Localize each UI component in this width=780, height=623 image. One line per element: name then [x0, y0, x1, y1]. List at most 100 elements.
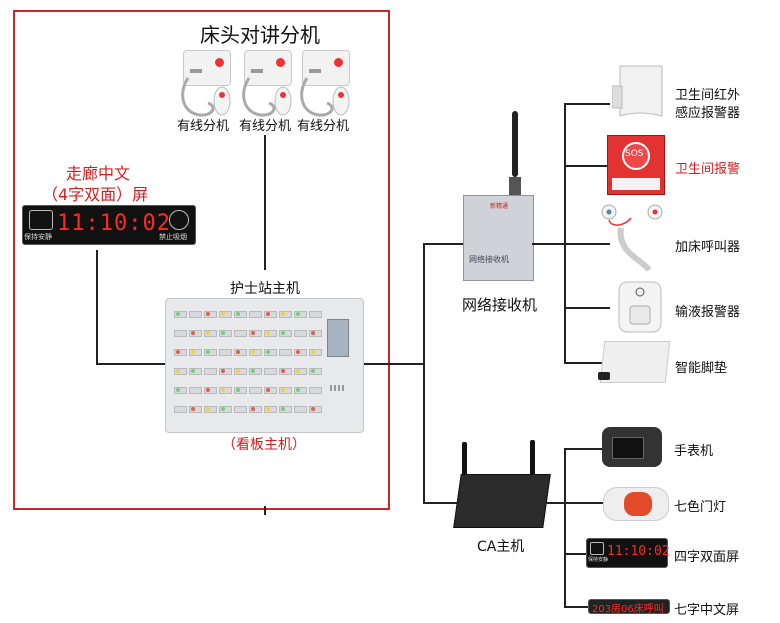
- ca-host-label: CA主机: [477, 539, 525, 555]
- station-key: [294, 368, 307, 375]
- station-key: [249, 349, 262, 356]
- station-key: [249, 311, 262, 318]
- toilet-alarm-device[interactable]: SOS: [607, 135, 665, 195]
- station-key: [294, 349, 307, 356]
- infusion-alarm-icon[interactable]: [617, 280, 663, 334]
- station-key: [219, 330, 232, 337]
- station-key: [309, 368, 322, 375]
- connector-main-trunk: [423, 243, 425, 503]
- station-key: [279, 406, 292, 413]
- infusion-alarm-label: 输液报警器: [675, 305, 741, 320]
- station-key: [204, 387, 217, 394]
- station-key: [309, 387, 322, 394]
- station-key: [294, 311, 307, 318]
- station-key: [234, 368, 247, 375]
- station-key: [189, 406, 202, 413]
- seven-char-screen[interactable]: 203房06床呼叫: [588, 599, 670, 615]
- watch-screen: [612, 437, 644, 459]
- connector-to-receiver: [423, 243, 463, 245]
- wired-extension-label-2: 有线分机: [239, 119, 292, 134]
- connector-extension-station: [264, 135, 266, 270]
- connector-frame-tick: [264, 506, 266, 515]
- branch-seven-char: [564, 606, 588, 608]
- four-char-screen[interactable]: 保持安静 11:10:02: [586, 538, 670, 568]
- toilet-alarm-label: 卫生间报警: [675, 162, 741, 177]
- lamp-light: [624, 492, 652, 516]
- station-key: [189, 349, 202, 356]
- station-key: [219, 349, 232, 356]
- branch-mat: [564, 362, 610, 364]
- smart-mat-label: 智能脚垫: [675, 361, 728, 376]
- branch-toilet-alarm: [564, 165, 610, 167]
- connector-receiver-bus: [564, 103, 566, 363]
- connector-to-ca: [423, 502, 458, 504]
- connector-corridor-horizontal: [96, 363, 166, 365]
- wired-panel-icon: [183, 50, 231, 86]
- seven-color-lamp-label: 七色门灯: [674, 500, 727, 515]
- station-key: [189, 330, 202, 337]
- bedside-intercom-title: 床头对讲分机: [200, 23, 320, 47]
- station-key: [234, 330, 247, 337]
- seven-char-text: 203房06床呼叫: [592, 604, 664, 615]
- branch-infusion: [564, 307, 610, 309]
- station-key: [279, 349, 292, 356]
- station-key: [174, 406, 187, 413]
- infrared-sensor-icon[interactable]: [612, 62, 664, 126]
- station-key: [204, 311, 217, 318]
- station-key: [264, 368, 277, 375]
- station-lcd: [327, 319, 349, 357]
- network-receiver-label: 网络接收机: [462, 296, 538, 314]
- bedside-zone-frame: [13, 10, 390, 510]
- station-key: [204, 349, 217, 356]
- seven-color-lamp-device[interactable]: [603, 487, 669, 521]
- station-key: [189, 311, 202, 318]
- receiver-brand: 新精通: [490, 203, 509, 210]
- station-key: [309, 349, 322, 356]
- station-key: [219, 387, 232, 394]
- station-key: [234, 406, 247, 413]
- station-key: [174, 330, 187, 337]
- ca-host-box[interactable]: [453, 474, 551, 528]
- station-key: [309, 311, 322, 318]
- branch-four-char: [564, 553, 586, 555]
- nurse-station-host[interactable]: [165, 298, 364, 433]
- station-key: [174, 387, 187, 394]
- station-key: [279, 387, 292, 394]
- ca-antennas-icon: [462, 440, 535, 482]
- branch-lamp: [564, 502, 604, 504]
- station-key: [264, 387, 277, 394]
- connector-ca-out: [545, 502, 565, 504]
- quiet-icon: [29, 210, 53, 230]
- handset-icon: [300, 77, 350, 117]
- no-smoking-icon: [169, 210, 189, 230]
- wired-extension-label-3: 有线分机: [297, 119, 350, 134]
- station-key: [234, 387, 247, 394]
- network-receiver-box[interactable]: 新精通 网络接收机: [463, 195, 534, 281]
- station-key: [189, 387, 202, 394]
- smart-mat-device[interactable]: [599, 341, 671, 383]
- station-key: [174, 368, 187, 375]
- station-key: [249, 330, 262, 337]
- watch-device[interactable]: [602, 427, 662, 467]
- sos-button[interactable]: [622, 142, 650, 170]
- antenna-icon: [509, 111, 521, 197]
- station-key: [249, 387, 262, 394]
- corridor-screen-label-line2: （4字双面）屏: [42, 185, 149, 204]
- speaker-grille-icon: [330, 385, 346, 391]
- handset-icon: [181, 77, 231, 117]
- four-char-screen-label: 四字双面屏: [674, 550, 740, 565]
- wired-extension-label-1: 有线分机: [177, 119, 230, 134]
- receiver-plate: 网络接收机: [469, 255, 509, 264]
- station-key: [279, 368, 292, 375]
- bed-caller-label: 加床呼叫器: [675, 240, 741, 255]
- quiet-icon: [590, 542, 604, 555]
- connector-station-trunk: [362, 363, 424, 365]
- station-key: [279, 330, 292, 337]
- corridor-time: 11:10:02: [57, 211, 171, 236]
- toilet-ir-label-line1: 卫生间红外: [675, 88, 741, 103]
- corridor-led-screen[interactable]: 保持安静 11:10:02 禁止吸烟: [22, 205, 196, 245]
- station-key: [219, 406, 232, 413]
- branch-watch: [564, 448, 602, 450]
- bed-caller-icon[interactable]: [597, 198, 669, 274]
- station-key: [219, 368, 232, 375]
